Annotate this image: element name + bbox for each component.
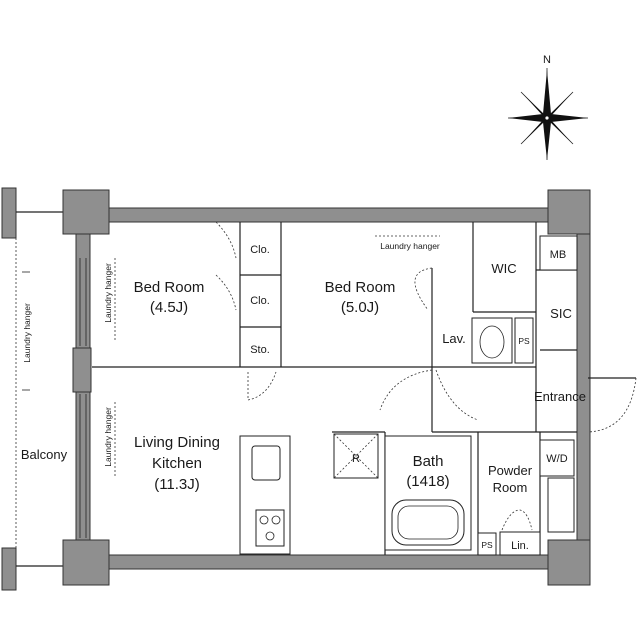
sto-label: Sto. [250, 344, 270, 356]
fridge-label: R [352, 453, 360, 465]
north-label: N [543, 54, 551, 66]
clo2-label: Clo. [250, 295, 270, 307]
balcony-label: Balcony [21, 447, 68, 462]
sic-label: SIC [550, 306, 572, 321]
ldk-size: (11.3J) [154, 476, 200, 493]
laundry-hangers: Laundry hanger Laundry hanger Laundry ha… [103, 235, 440, 476]
ps-bottom-label: PS [481, 540, 493, 550]
bed1-name: Bed Room [134, 279, 205, 296]
compass-rose: N [508, 54, 588, 160]
balcony-area: Laundry hanger Balcony [1, 187, 68, 591]
bath-name: Bath [413, 453, 444, 470]
bath-size: (1418) [406, 473, 449, 490]
powder-line2: Room [493, 480, 528, 495]
ldk-line1: Living Dining [134, 434, 220, 451]
ps-top-label: PS [518, 336, 530, 346]
wic-label: WIC [491, 261, 516, 276]
doors [215, 221, 637, 531]
lin-label: Lin. [511, 540, 529, 552]
fixtures [239, 235, 578, 556]
clo1-label: Clo. [250, 244, 270, 256]
bed2-size: (5.0J) [341, 299, 379, 316]
mb-label: MB [550, 249, 567, 261]
lav-label: Lav. [442, 331, 466, 346]
bed2-laundry-hanger: Laundry hanger [380, 241, 440, 251]
outer-walls [62, 189, 591, 586]
powder-line1: Powder [488, 463, 533, 478]
bed2-name: Bed Room [325, 279, 396, 296]
ldk-laundry-hanger: Laundry hanger [103, 407, 113, 467]
ldk-line2: Kitchen [152, 455, 202, 472]
wd-label: W/D [546, 453, 567, 465]
room-labels: Bed Room (4.5J) Bed Room (5.0J) Living D… [134, 244, 586, 552]
entrance-label: Entrance [534, 389, 586, 404]
bed1-laundry-hanger: Laundry hanger [103, 263, 113, 323]
balcony-laundry-hanger: Laundry hanger [22, 303, 32, 363]
bed1-size: (4.5J) [150, 299, 188, 316]
